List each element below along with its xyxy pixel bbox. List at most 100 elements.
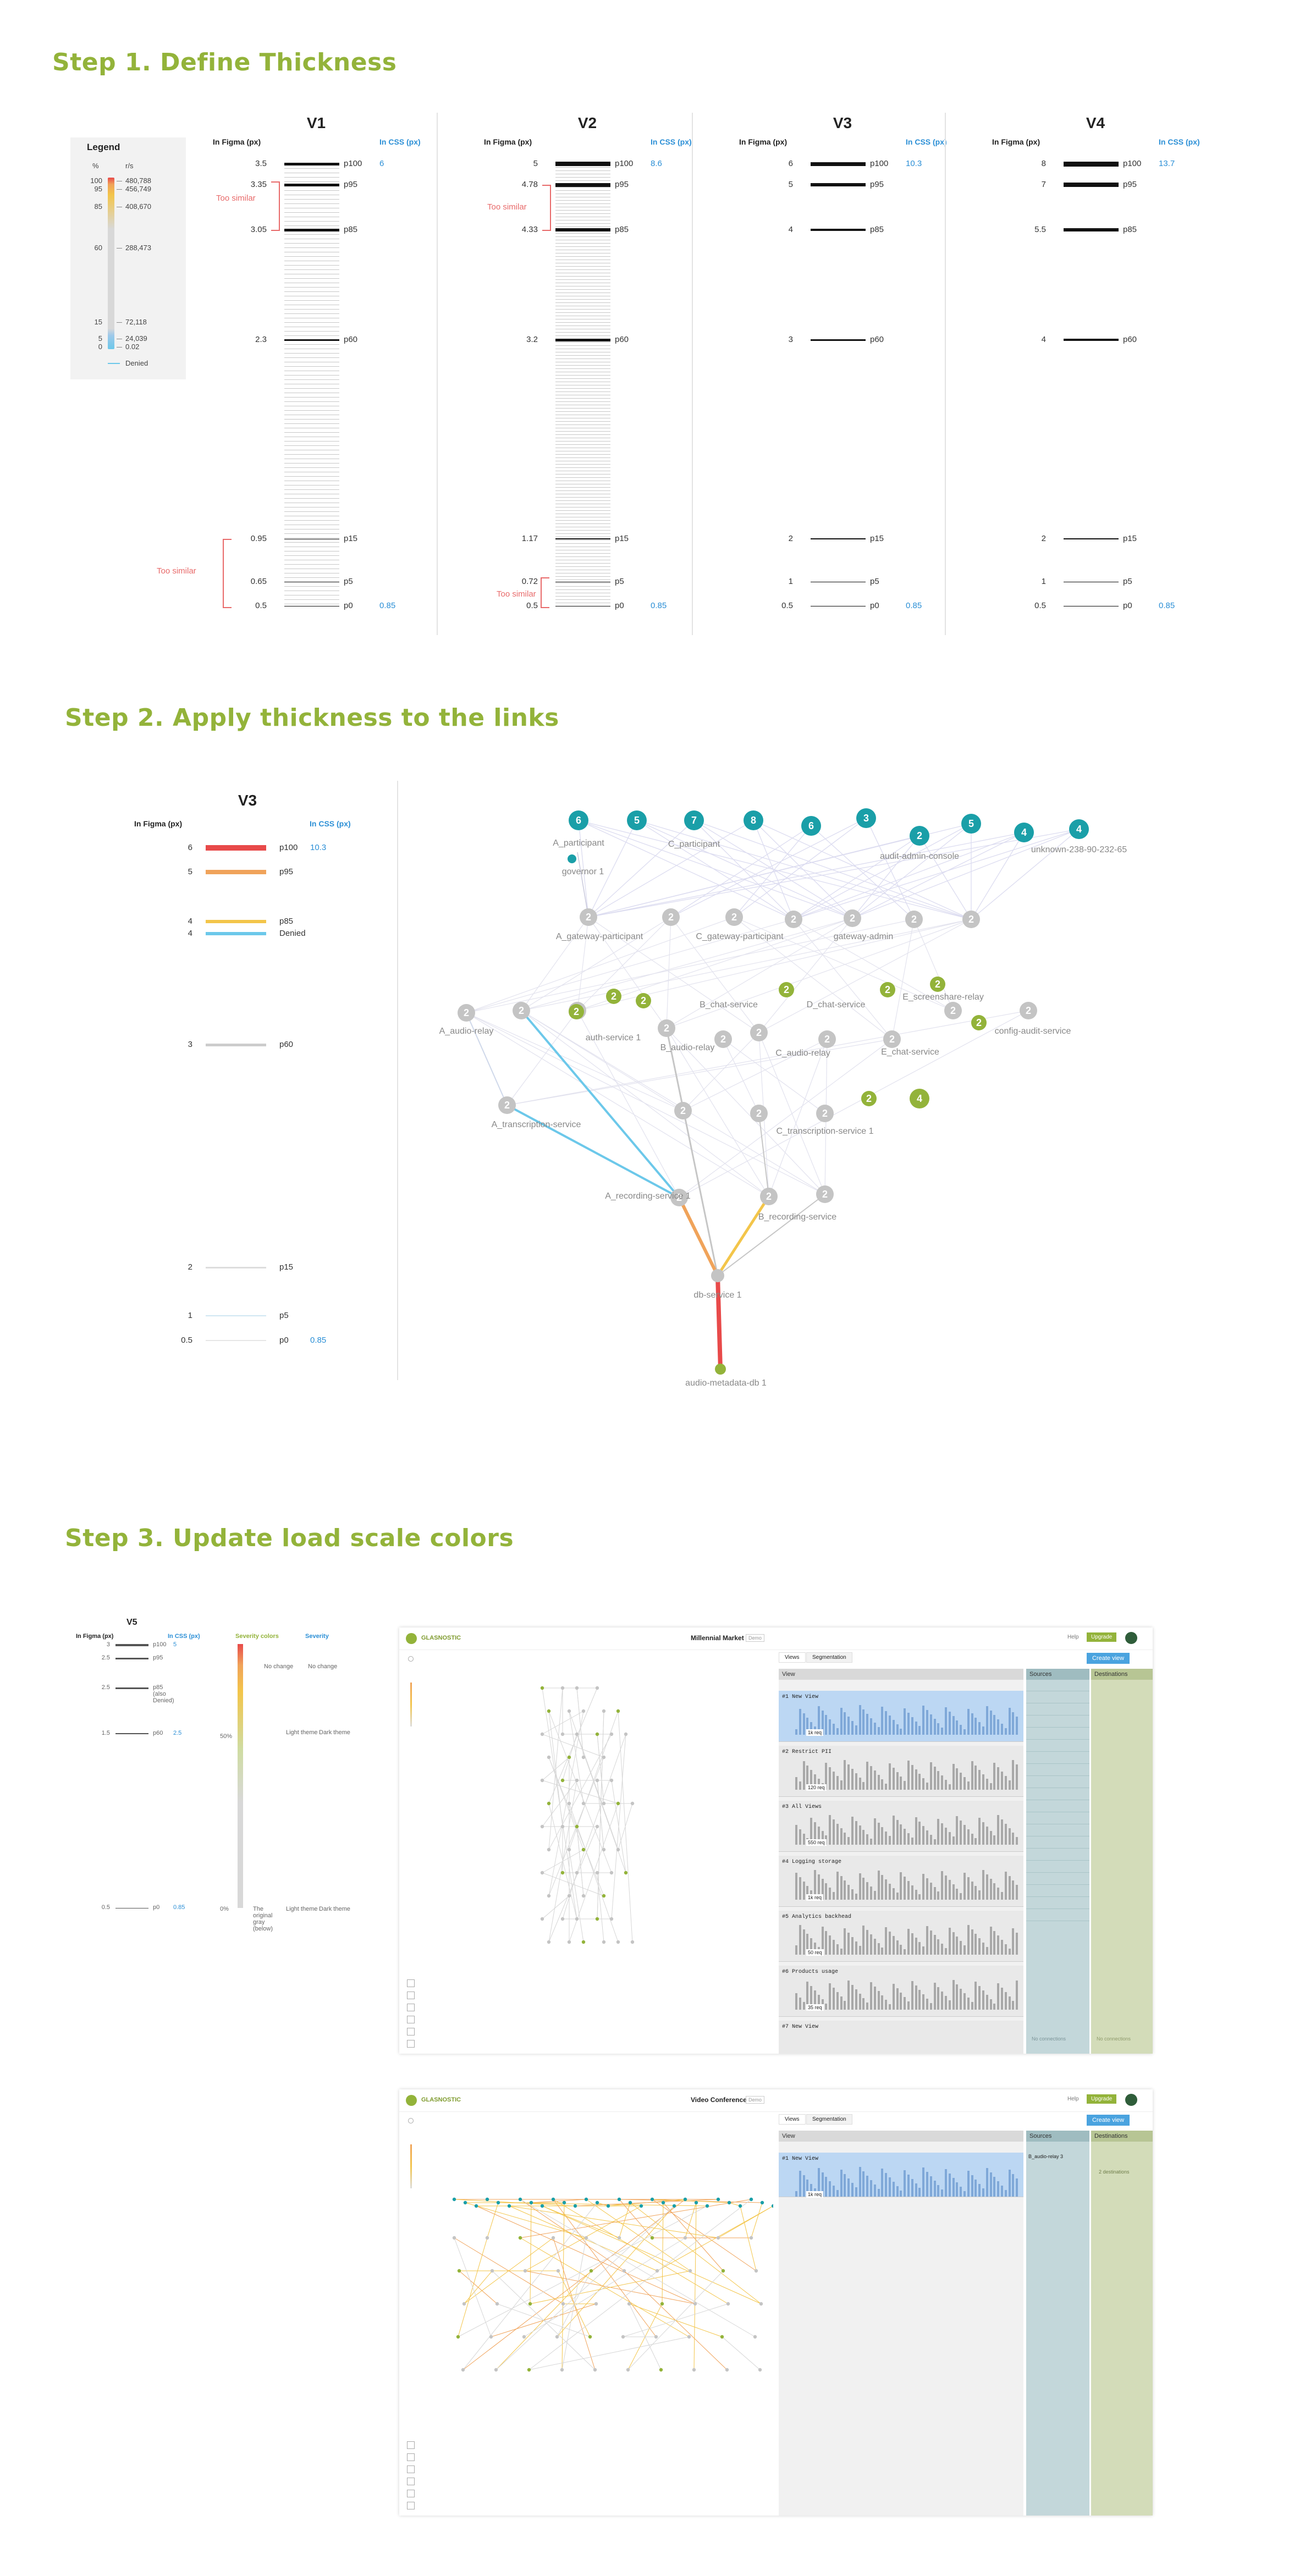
mini-node[interactable]: [560, 1917, 565, 1921]
mini-node[interactable]: [575, 1871, 579, 1875]
mini-node[interactable]: [595, 1686, 599, 1690]
mini-node[interactable]: [529, 2200, 533, 2205]
mini-node[interactable]: [547, 1894, 551, 1898]
mini-node[interactable]: [738, 2204, 742, 2208]
tab-views[interactable]: Views: [779, 1652, 806, 1663]
sidebar-tool-icon[interactable]: [407, 1992, 415, 1999]
mini-node[interactable]: [589, 2269, 593, 2273]
upgrade-button[interactable]: Upgrade: [1087, 1632, 1117, 1642]
mini-node[interactable]: [602, 1894, 606, 1898]
mini-node[interactable]: [485, 2236, 489, 2240]
lower-service-node[interactable]: [750, 1105, 768, 1122]
mini-node[interactable]: [575, 1778, 579, 1783]
mini-node[interactable]: [716, 2236, 720, 2240]
mid-service-node[interactable]: [883, 1030, 901, 1048]
mini-node[interactable]: [595, 1732, 599, 1736]
top-service-node[interactable]: [1014, 823, 1034, 842]
mini-node[interactable]: [606, 2204, 610, 2208]
top-service-node[interactable]: [1069, 819, 1089, 839]
mini-node[interactable]: [573, 2204, 577, 2208]
sidebar-tool-icon[interactable]: [407, 2502, 415, 2509]
help-link[interactable]: Help: [1067, 1634, 1079, 1640]
mini-node[interactable]: [457, 2269, 461, 2273]
mid-service-node[interactable]: [944, 1002, 962, 1019]
mini-node[interactable]: [522, 2335, 526, 2339]
mini-node[interactable]: [581, 1894, 586, 1898]
gateway-node[interactable]: [662, 908, 680, 926]
mini-node[interactable]: [624, 1732, 628, 1736]
audio-metadata-node[interactable]: [715, 1364, 726, 1375]
mini-node[interactable]: [496, 2200, 500, 2205]
green-service-node[interactable]: [779, 982, 794, 997]
environment-title[interactable]: Millennial Market: [691, 1634, 744, 1642]
mini-node[interactable]: [727, 2200, 731, 2205]
help-link[interactable]: Help: [1067, 2096, 1079, 2102]
top-service-node[interactable]: [910, 826, 929, 846]
sidebar-tool-icon[interactable]: [407, 2040, 415, 2048]
gateway-node[interactable]: [905, 911, 923, 928]
mini-node[interactable]: [547, 1801, 551, 1806]
mini-node[interactable]: [602, 1847, 606, 1852]
mini-node[interactable]: [683, 2197, 687, 2202]
mini-node[interactable]: [567, 1755, 571, 1759]
mini-node[interactable]: [551, 2197, 555, 2202]
mini-node[interactable]: [661, 2200, 665, 2205]
mini-node[interactable]: [555, 2335, 559, 2339]
mid-service-node[interactable]: [818, 1030, 836, 1048]
mini-node[interactable]: [540, 2204, 544, 2208]
green-service-node[interactable]: [880, 982, 895, 997]
settings-icon[interactable]: [408, 2118, 414, 2123]
sidebar-tool-icon[interactable]: [407, 2478, 415, 2485]
mini-node[interactable]: [581, 1709, 586, 1713]
mini-node[interactable]: [609, 1778, 614, 1783]
mini-node[interactable]: [456, 2335, 460, 2339]
sidebar-tool-icon[interactable]: [407, 2441, 415, 2449]
mini-node[interactable]: [630, 1940, 635, 1944]
source-item[interactable]: B_audio-relay 3: [1028, 2154, 1064, 2159]
mini-node[interactable]: [616, 1801, 620, 1806]
mini-node[interactable]: [540, 1778, 544, 1783]
mini-node[interactable]: [489, 2335, 493, 2339]
mini-node[interactable]: [560, 1778, 565, 1783]
mini-node[interactable]: [650, 2236, 654, 2240]
mini-node[interactable]: [495, 2302, 499, 2306]
gateway-node[interactable]: [725, 908, 743, 926]
mini-node[interactable]: [659, 2368, 663, 2372]
mini-node[interactable]: [540, 1917, 544, 1921]
mid-service-node[interactable]: [513, 1002, 530, 1019]
mini-node[interactable]: [602, 1801, 606, 1806]
mini-node[interactable]: [518, 2197, 522, 2202]
recording-node[interactable]: [816, 1185, 834, 1203]
mini-node[interactable]: [595, 1871, 599, 1875]
mini-node[interactable]: [463, 2200, 467, 2205]
mini-node[interactable]: [581, 1801, 586, 1806]
top-service-node[interactable]: [801, 816, 821, 836]
mini-node[interactable]: [609, 1871, 614, 1875]
mini-node[interactable]: [654, 2335, 658, 2339]
view-row[interactable]: #7 New View: [779, 2021, 1023, 2054]
mini-node[interactable]: [567, 1894, 571, 1898]
mini-node[interactable]: [726, 2302, 730, 2306]
mini-node[interactable]: [567, 1801, 571, 1806]
mini-node[interactable]: [609, 1732, 614, 1736]
mini-node[interactable]: [758, 2368, 762, 2372]
mini-node[interactable]: [617, 2236, 621, 2240]
mini-node[interactable]: [490, 2269, 494, 2273]
green-service-node[interactable]: [861, 1091, 877, 1106]
mini-node[interactable]: [518, 2236, 522, 2240]
mini-node[interactable]: [528, 2302, 532, 2306]
gateway-node[interactable]: [580, 908, 597, 926]
top-service-node[interactable]: [569, 810, 588, 830]
mini-node[interactable]: [560, 1686, 565, 1690]
lower-service-node[interactable]: [816, 1105, 834, 1122]
mini-node[interactable]: [567, 1847, 571, 1852]
create-view-button[interactable]: Create view: [1087, 2115, 1130, 2126]
mini-node[interactable]: [474, 2204, 478, 2208]
mini-node[interactable]: [721, 2269, 725, 2273]
mini-node[interactable]: [560, 1732, 565, 1736]
